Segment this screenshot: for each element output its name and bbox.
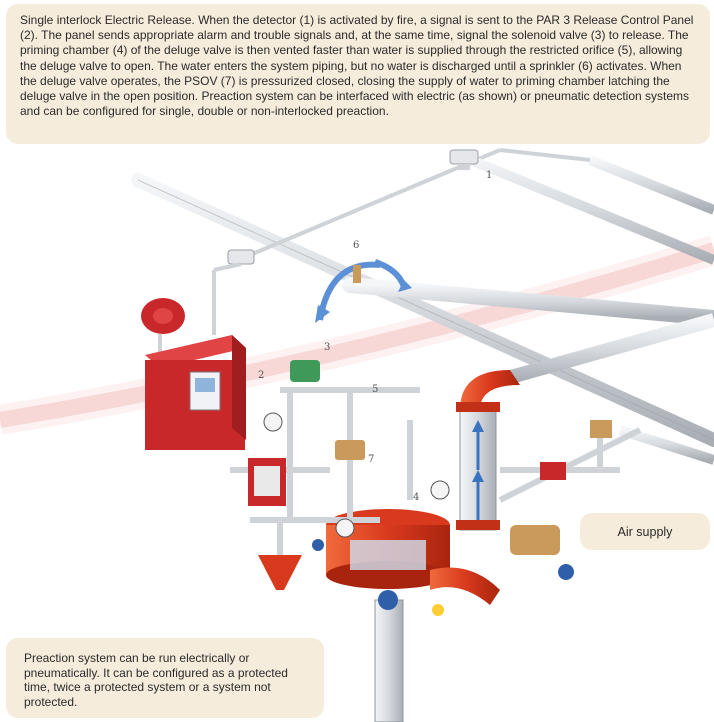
- air-supply-callout: Air supply: [580, 513, 710, 550]
- alarm-bell-icon: [141, 298, 185, 360]
- psov-7-icon: [248, 458, 286, 506]
- component-number-6: 6: [353, 240, 359, 251]
- deluge-valve-icon: [326, 509, 500, 616]
- component-number-5: 5: [372, 384, 378, 395]
- detector-1-icon: [227, 149, 479, 265]
- configuration-note-callout: Preaction system can be run electrically…: [6, 638, 324, 718]
- component-numbers: 1 2 3 4 5 6 7: [258, 170, 492, 503]
- component-number-2: 2: [258, 370, 264, 381]
- sprinkler-6-icon: [315, 259, 412, 323]
- release-control-panel-icon: [145, 335, 246, 450]
- component-number-7: 7: [368, 454, 374, 465]
- description-callout: Single interlock Electric Release. When …: [6, 4, 710, 144]
- component-number-4: 4: [413, 492, 419, 503]
- description-text: Single interlock Electric Release. When …: [20, 13, 694, 119]
- air-supply-label: Air supply: [617, 524, 673, 539]
- drain-funnel-icon: [258, 520, 302, 590]
- trim-piping: [208, 360, 642, 580]
- component-number-3: 3: [324, 342, 330, 353]
- configuration-note-text: Preaction system can be run electrically…: [24, 651, 288, 709]
- riser-pipe: [374, 370, 520, 722]
- component-number-1: 1: [486, 170, 492, 181]
